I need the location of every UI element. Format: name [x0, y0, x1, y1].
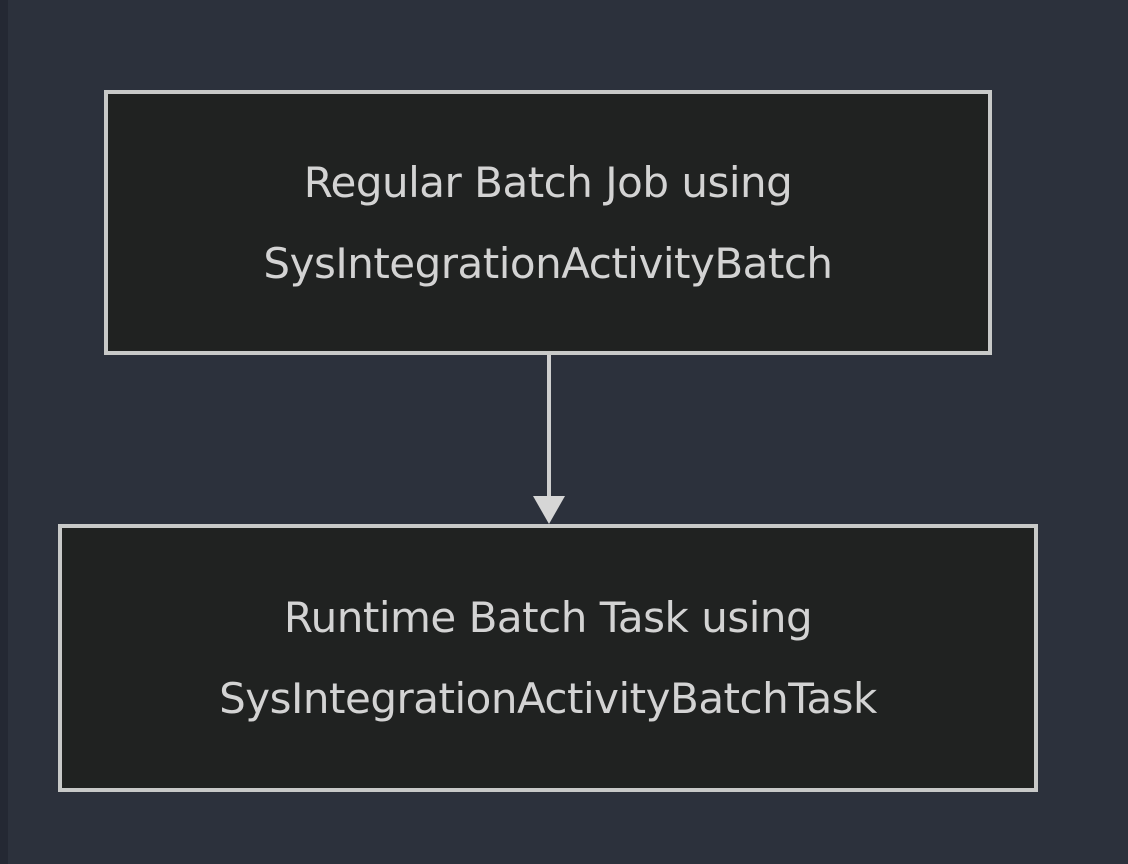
node-regular-batch-job-label-line1: Regular Batch Job using — [303, 157, 793, 207]
node-runtime-batch-task: Runtime Batch Task using SysIntegrationA… — [58, 524, 1038, 792]
node-regular-batch-job-label-line2: SysIntegrationActivityBatch — [263, 238, 833, 288]
left-edge-strip — [0, 0, 8, 864]
node-regular-batch-job: Regular Batch Job using SysIntegrationAc… — [104, 90, 992, 355]
arrow-head-icon — [533, 496, 565, 524]
arrow-line — [547, 355, 551, 500]
node-runtime-batch-task-label-line2: SysIntegrationActivityBatchTask — [219, 674, 877, 723]
connector-arrow — [532, 355, 566, 524]
node-runtime-batch-task-label-line1: Runtime Batch Task using — [283, 593, 813, 642]
